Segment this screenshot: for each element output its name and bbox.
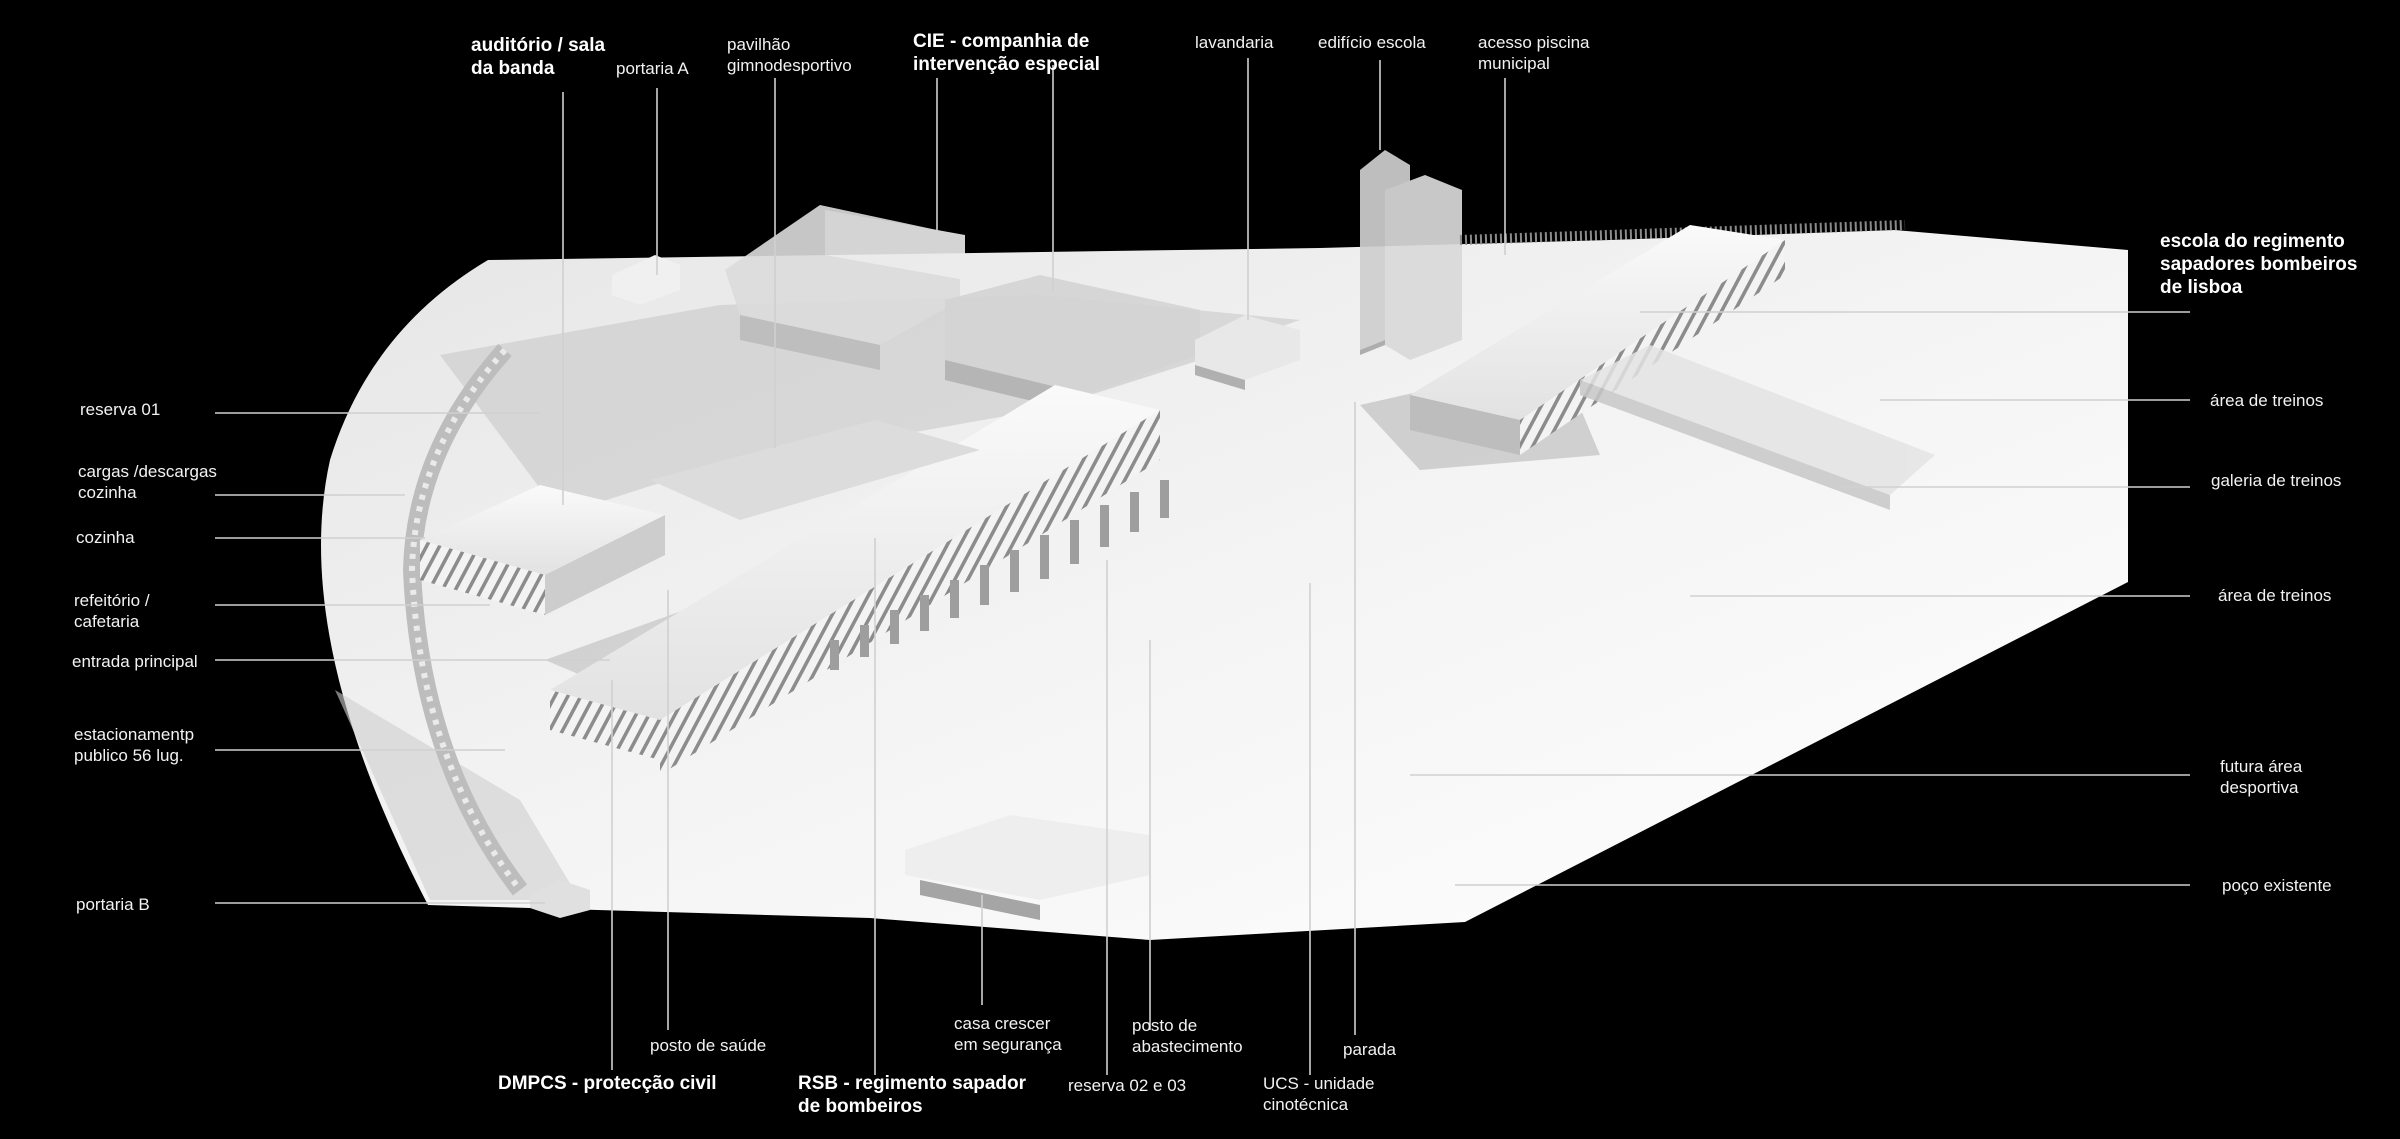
portaria-b-building: [530, 880, 590, 918]
label-portaria-b: portaria B: [76, 895, 150, 914]
portaria-a-building: [612, 255, 680, 305]
label-acesso-piscina: acesso piscina municipal: [1478, 33, 1590, 73]
galeria-treinos-building: [1580, 345, 1935, 510]
label-reserva-02: reserva 02 e 03: [1068, 1076, 1187, 1095]
label-parada: parada: [1343, 1040, 1396, 1059]
lavandaria-building: [1195, 315, 1300, 390]
label-edificio-escola: edifício escola: [1318, 33, 1426, 52]
label-cozinha: cozinha: [76, 528, 135, 547]
cie-building: [725, 205, 965, 370]
access-road: [408, 347, 523, 892]
edificio-escola-tower: [1360, 150, 1462, 360]
label-lavandaria: lavandaria: [1195, 33, 1274, 52]
label-reserva-01: reserva 01: [80, 400, 161, 419]
label-rsb: RSB - regimento sapador de bombeiros: [798, 1073, 1027, 1117]
label-galeria-treinos: galeria de treinos: [2211, 471, 2342, 490]
label-pavilhao: pavilhão gimnodesportivo: [727, 35, 852, 75]
label-casa-crescer: casa crescer em segurança: [954, 1014, 1062, 1054]
label-estacionamento: estacionamentp publico 56 lug.: [74, 725, 195, 765]
site-fence: [1459, 220, 1906, 245]
label-posto-abastecimento: posto de abastecimento: [1132, 1016, 1243, 1056]
label-posto-saude: posto de saúde: [650, 1036, 767, 1055]
label-futura-area: futura área desportiva: [2220, 757, 2303, 797]
rsb-building: [550, 385, 1160, 775]
label-cie: CIE - companhia de intervenção especial: [913, 31, 1100, 75]
auditorio-building: [420, 485, 665, 615]
label-ucs: UCS - unidade cinotécnica: [1263, 1074, 1375, 1114]
label-refeitorio: refeitório / cafetaria: [74, 591, 150, 631]
label-auditorio: auditório / sala da banda: [471, 35, 606, 79]
label-dmpcs: DMPCS - protecção civil: [498, 1073, 717, 1094]
label-area-treinos-2: área de treinos: [2218, 586, 2332, 605]
label-escola-regimento: escola do regimento sapadores bombeiros …: [2160, 231, 2358, 298]
casa-crescer-building: [905, 815, 1150, 920]
label-area-treinos-1: área de treinos: [2210, 391, 2324, 410]
label-entrada: entrada principal: [72, 652, 198, 671]
label-cargas: cargas /descargas cozinha: [78, 462, 217, 502]
arcade-columns: [830, 480, 1169, 670]
label-poco: poço existente: [2222, 876, 2332, 895]
leader-lines: [215, 58, 2190, 1075]
label-portaria-a: portaria A: [616, 59, 689, 78]
